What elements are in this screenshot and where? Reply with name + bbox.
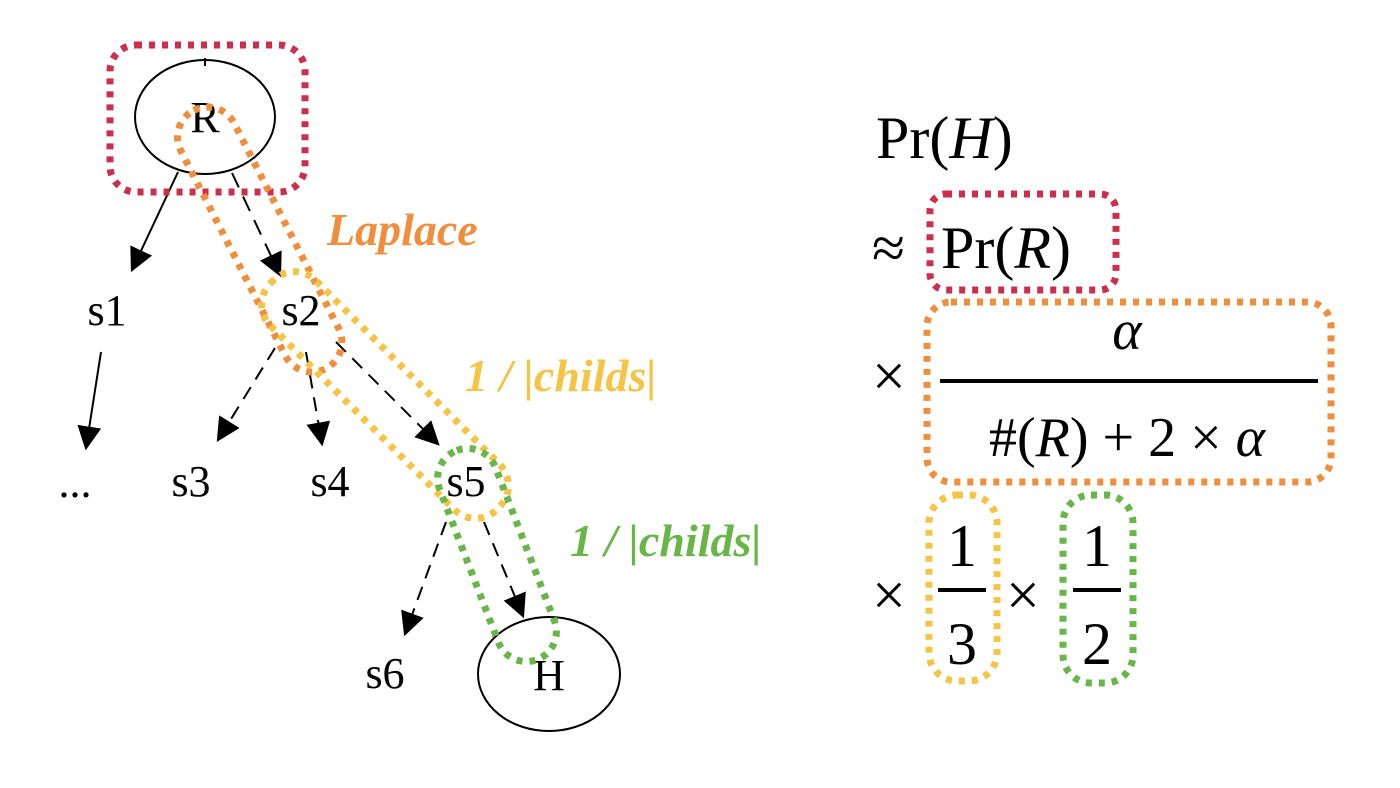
root-node-label: R bbox=[190, 93, 220, 142]
highlight-root-red bbox=[106, 41, 309, 196]
edge-s5-h bbox=[483, 521, 526, 619]
highlight-pr-r-red bbox=[926, 190, 1120, 294]
formula-line-pr-h: Pr(H) bbox=[876, 105, 1013, 171]
node-s5: s5 bbox=[446, 457, 485, 506]
root-node: R bbox=[134, 58, 276, 175]
formula-two-denominator: 2 bbox=[1082, 611, 1112, 677]
node-ellipsis: ... bbox=[59, 458, 92, 507]
probability-formula: Pr(H) ≈ Pr(R) × α #(R) + 2 × α × 1 3 × 1… bbox=[872, 105, 1335, 687]
formula-times-2: × bbox=[872, 562, 906, 628]
edge-r-s1 bbox=[130, 171, 179, 273]
target-node: H bbox=[477, 616, 621, 732]
edge-s2-s5 bbox=[335, 341, 440, 446]
annotation-childs-green: 1 / |childs| bbox=[570, 515, 762, 566]
edge-s1-ellipsis bbox=[77, 351, 102, 451]
formula-alpha-numerator: α bbox=[1112, 300, 1143, 362]
highlight-laplace-fraction-orange bbox=[923, 298, 1335, 486]
edge-s5-s6 bbox=[401, 521, 447, 637]
edge-s2-s4 bbox=[305, 351, 331, 447]
formula-denominator: #(R) + 2 × α bbox=[989, 407, 1267, 469]
formula-times-1: × bbox=[872, 343, 906, 409]
formula-pr-r: Pr(R) bbox=[941, 215, 1071, 281]
formula-approx-sign: ≈ bbox=[872, 215, 905, 281]
node-s2: s2 bbox=[281, 286, 320, 335]
node-s6: s6 bbox=[365, 649, 404, 698]
formula-one-a: 1 bbox=[947, 513, 977, 579]
annotation-childs-yellow: 1 / |childs| bbox=[465, 350, 657, 401]
edge-r-s2 bbox=[231, 172, 282, 278]
highlight-r-s2-orange bbox=[174, 103, 346, 376]
node-s4: s4 bbox=[310, 457, 349, 506]
target-node-ellipse bbox=[477, 616, 621, 732]
target-node-label: H bbox=[533, 651, 565, 700]
edge-s2-s3 bbox=[216, 347, 276, 443]
highlight-s5-h-green bbox=[434, 444, 560, 666]
node-s1: s1 bbox=[87, 286, 126, 335]
annotation-laplace: Laplace bbox=[326, 204, 478, 255]
highlight-s2-s5-yellow bbox=[258, 268, 512, 522]
node-s3: s3 bbox=[171, 457, 210, 506]
formula-times-3: × bbox=[1006, 562, 1040, 628]
formula-three: 3 bbox=[947, 611, 977, 677]
formula-one-b: 1 bbox=[1082, 513, 1112, 579]
highlight-third-yellow bbox=[925, 491, 1001, 685]
search-tree: R H s1 s2 s3 s4 s5 s6 ... Laplace 1 / | bbox=[59, 41, 762, 732]
